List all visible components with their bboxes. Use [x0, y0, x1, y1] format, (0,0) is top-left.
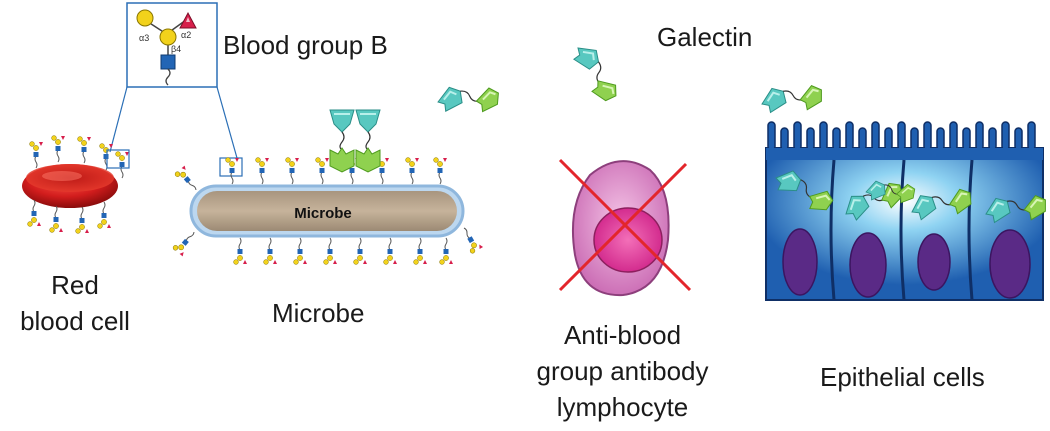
blood-group-inset: α3 α2 β4 — [109, 2, 238, 159]
microbe-bound-galectins — [329, 109, 381, 173]
blood-group-label: Blood group B — [223, 30, 388, 60]
epithelial-cells — [765, 121, 1050, 301]
red-blood-cell — [22, 135, 130, 234]
microbe-inner-label: Microbe — [294, 205, 352, 222]
linkage-alpha3: α3 — [139, 33, 149, 43]
microbe-label: Microbe — [272, 298, 365, 328]
lymphocyte-label-line3: lymphocyte — [556, 392, 689, 422]
galectin-label: Galectin — [657, 22, 753, 52]
free-galectins — [434, 43, 829, 134]
lymphocyte-label-line1: Anti-blood — [563, 320, 682, 350]
microbe-cell — [171, 157, 484, 265]
lymphocyte-label-line2: group antibody — [536, 356, 709, 386]
lymphocyte — [558, 158, 692, 297]
epithelial-label: Epithelial cells — [820, 362, 985, 392]
rbc-label-line1: Red — [51, 270, 99, 300]
linkage-alpha2: α2 — [181, 30, 191, 40]
rbc-label-line2: blood cell — [20, 306, 130, 336]
linkage-beta4: β4 — [171, 44, 181, 54]
